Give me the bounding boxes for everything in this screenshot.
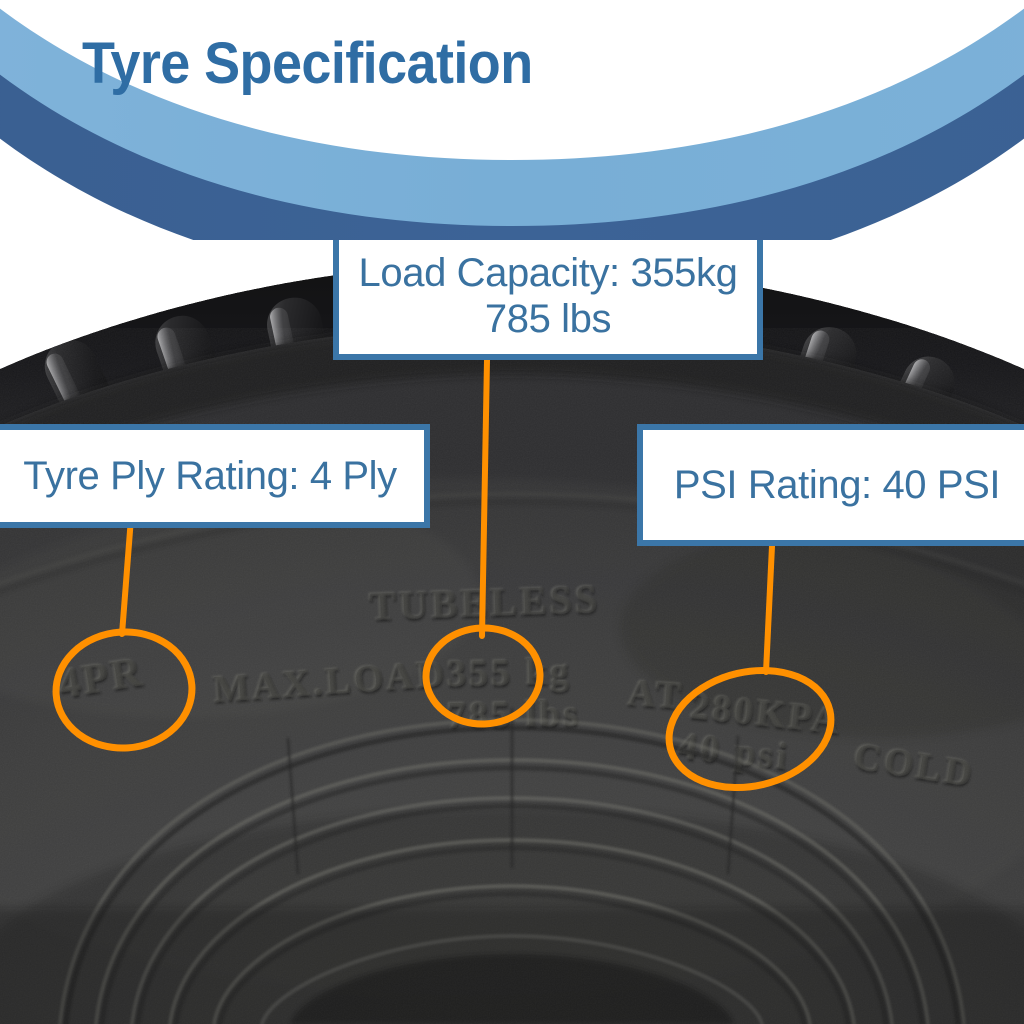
tyre-photo: TUBELESS TUBELESS TUBELESS MAX.LOAD MAX.… [0, 268, 1024, 1024]
page-title: Tyre Specification [82, 31, 533, 96]
psi-rating-line-1: PSI Rating: 40 PSI [673, 462, 1001, 507]
psi-rating-callout[interactable]: PSI Rating: 40 PSI [637, 424, 1024, 546]
load-capacity-callout[interactable]: Load Capacity: 355kg 785 lbs [333, 232, 763, 360]
load-capacity-line-1: Load Capacity: 355kg [358, 250, 738, 295]
ply-rating-callout[interactable]: Tyre Ply Rating: 4 Ply [0, 424, 430, 528]
ply-rating-line-1: Tyre Ply Rating: 4 Ply [23, 453, 397, 498]
load-capacity-line-2: 785 lbs [484, 297, 612, 341]
